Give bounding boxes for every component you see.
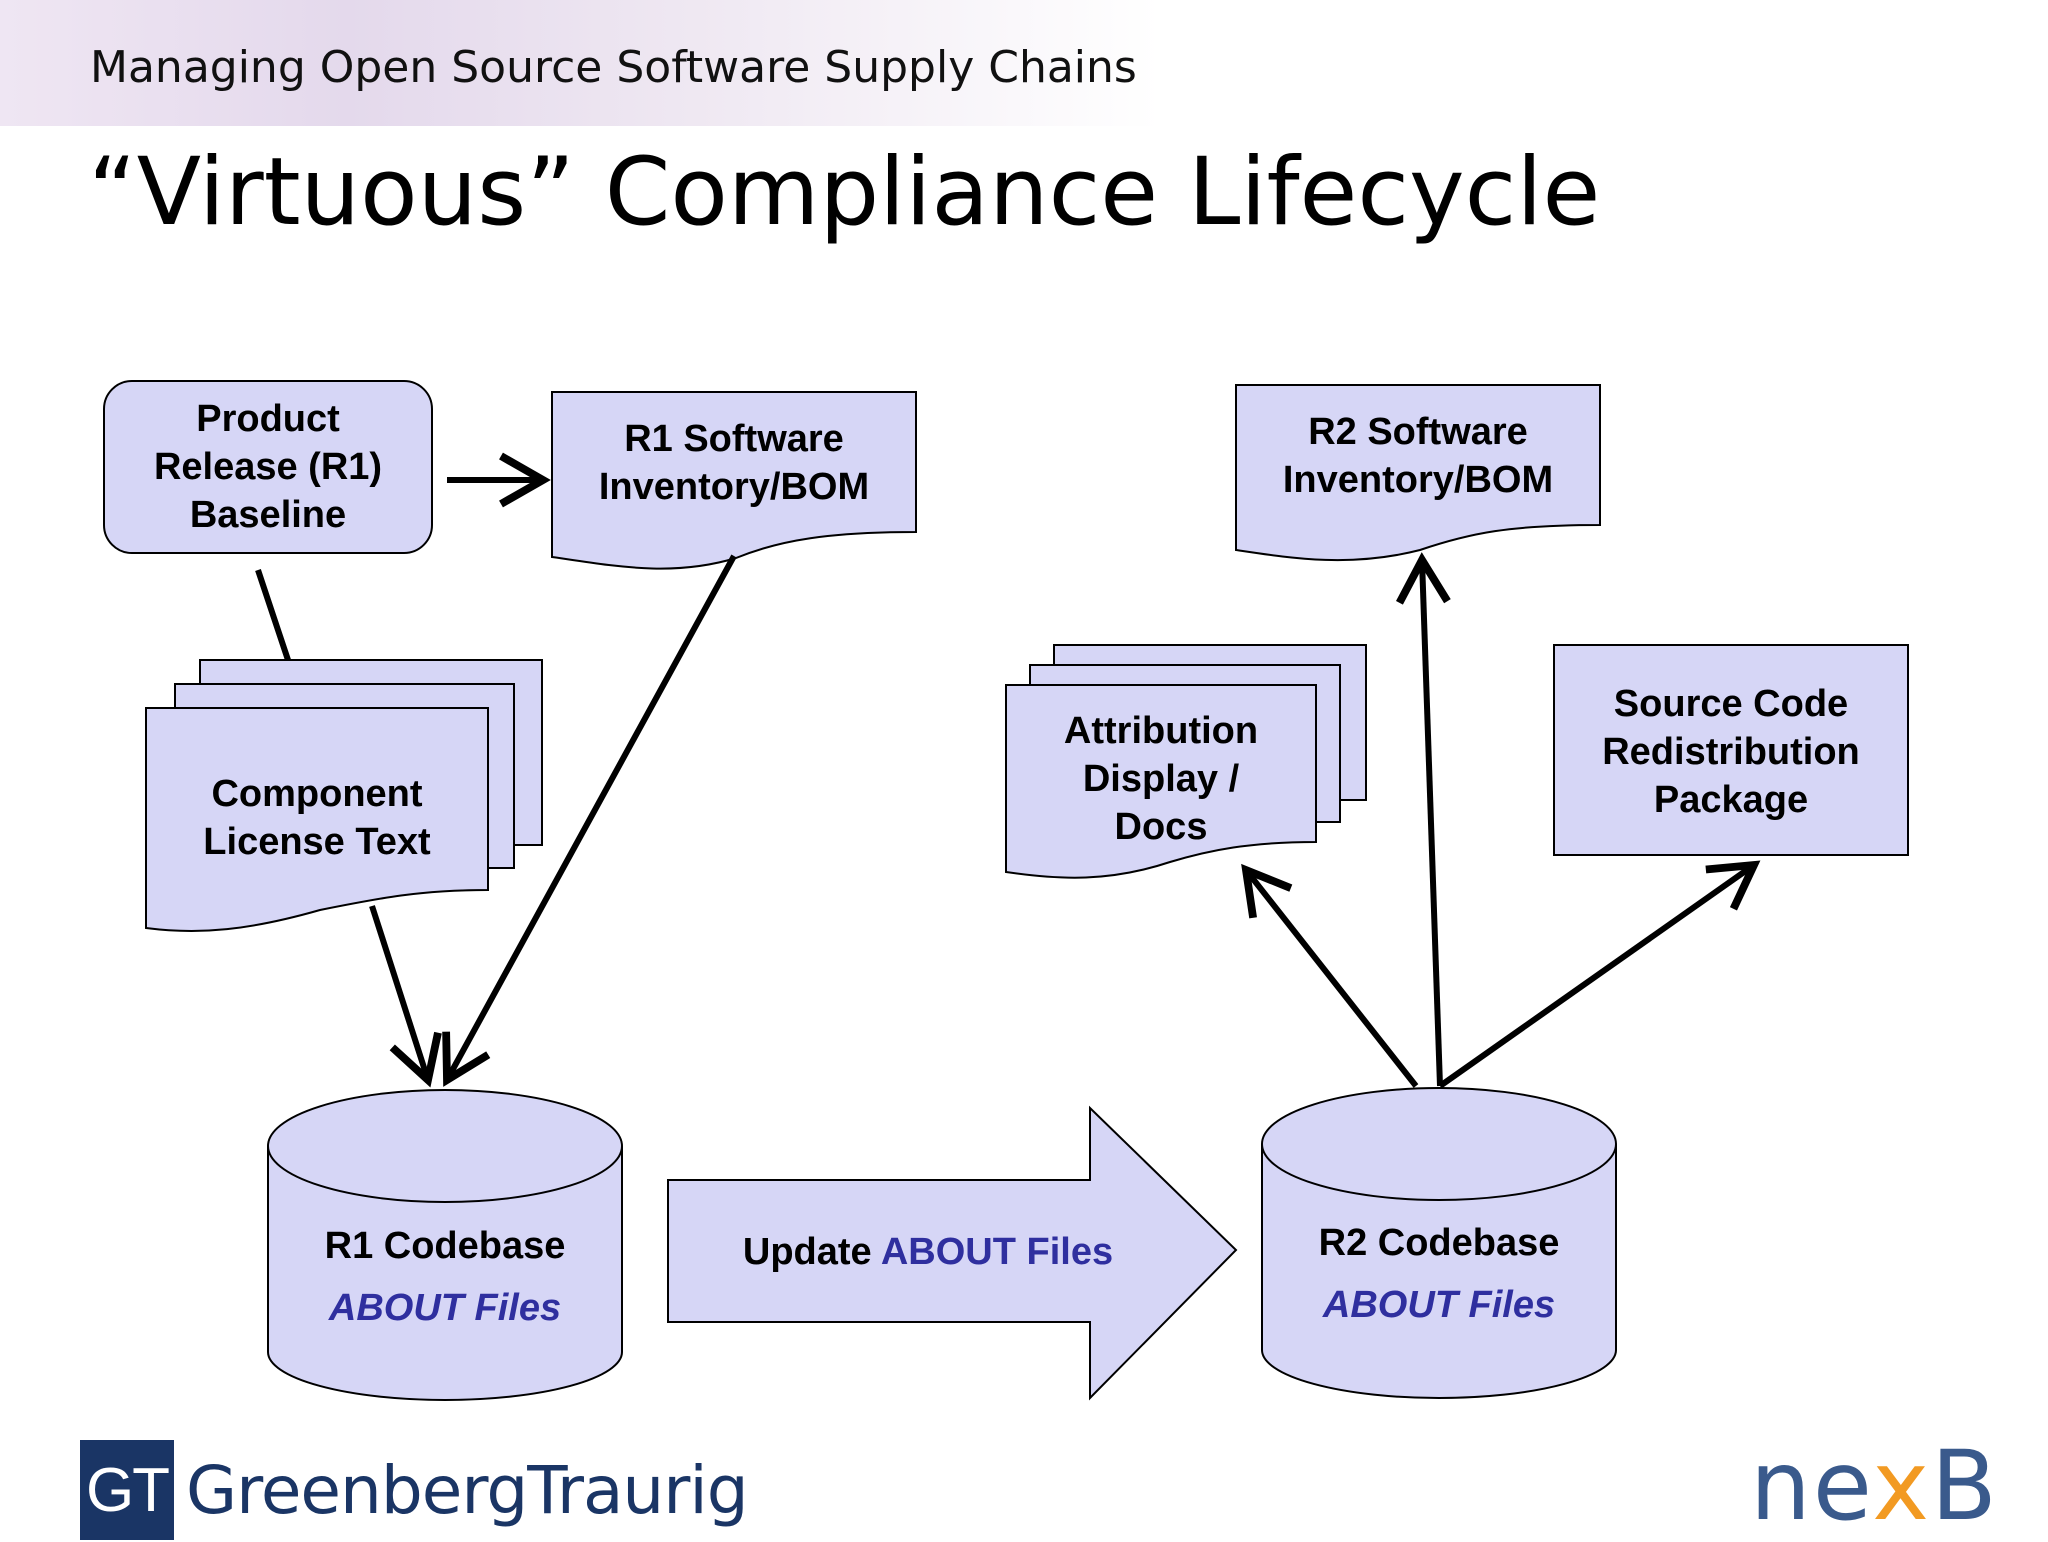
r2-codebase-label: R2 Codebase ABOUT Files (1262, 1212, 1616, 1336)
header-banner (0, 0, 1160, 126)
update-arrow-prefix: Update (742, 1231, 881, 1273)
arrow-license-to-r1-codebase (369, 905, 442, 1088)
source-package-box (1553, 644, 1909, 856)
r2-inventory-label-line: R2 Software (1308, 411, 1528, 453)
attribution-label: Attribution Display / Docs (1006, 707, 1316, 851)
attribution-label-line: Docs (1114, 806, 1208, 848)
slide-title: “Virtuous” Compliance Lifecycle (88, 138, 1601, 247)
baseline-connector (255, 569, 291, 661)
r1-inventory-label-line: Inventory/BOM (598, 466, 870, 508)
r1-codebase-label: R1 Codebase ABOUT Files (268, 1215, 622, 1339)
r2-codebase-cylinder (1261, 1087, 1617, 1399)
r2-codebase-name: R2 Codebase (1318, 1222, 1560, 1264)
baseline-label-line: Release (R1) (153, 446, 383, 488)
arrow-r2-codebase-to-r2-inventory (1396, 552, 1451, 1087)
presentation-title: Managing Open Source Software Supply Cha… (90, 42, 1137, 93)
r1-inventory-label: R1 Software Inventory/BOM (552, 415, 916, 511)
greenberg-traurig-logo-text: GreenbergTraurig (186, 1452, 749, 1529)
source-package-label: Source Code Redistribution Package (1554, 680, 1908, 824)
source-package-label-line: Package (1653, 779, 1809, 821)
attribution-label-line: Attribution (1063, 710, 1259, 752)
license-text-stack (145, 659, 543, 932)
r2-inventory-document (1235, 384, 1601, 562)
r1-codebase-name: R1 Codebase (324, 1225, 566, 1267)
arrow-r2-codebase-to-source-package (1438, 860, 1761, 1089)
greenberg-traurig-logo-mark: GT (80, 1440, 174, 1540)
update-arrow-label: Update ABOUT Files (668, 1228, 1188, 1276)
nexb-logo: nexB (1750, 1430, 1999, 1542)
r2-inventory-label-line: Inventory/BOM (1282, 459, 1554, 501)
nexb-logo-right: B (1931, 1430, 1999, 1542)
source-package-label-line: Source Code (1613, 683, 1849, 725)
nexb-logo-left: ne (1750, 1430, 1873, 1542)
update-block-arrow (667, 1105, 1238, 1401)
r2-about-files-label: ABOUT Files (1322, 1284, 1556, 1326)
r1-inventory-label-line: R1 Software (624, 418, 844, 460)
r1-codebase-cylinder (267, 1089, 623, 1401)
baseline-label-line: Baseline (189, 494, 347, 536)
update-arrow-highlight: ABOUT Files (880, 1231, 1114, 1273)
baseline-label: Product Release (R1) Baseline (104, 395, 432, 539)
license-text-label-line: License Text (203, 821, 431, 863)
license-text-label-line: Component (211, 773, 423, 815)
baseline-label-line: Product (196, 398, 340, 440)
attribution-label-line: Display / (1082, 758, 1240, 800)
license-text-label: Component License Text (146, 770, 488, 866)
attribution-stack (1005, 644, 1367, 879)
nexb-logo-accent: x (1872, 1430, 1932, 1542)
source-package-label-line: Redistribution (1602, 731, 1860, 773)
r1-about-files-label: ABOUT Files (328, 1287, 562, 1329)
arrow-inventory-to-r1-codebase (442, 554, 737, 1087)
baseline-box (103, 380, 433, 554)
r2-inventory-label: R2 Software Inventory/BOM (1236, 408, 1600, 504)
arrow-r2-codebase-to-attribution (1241, 863, 1419, 1088)
